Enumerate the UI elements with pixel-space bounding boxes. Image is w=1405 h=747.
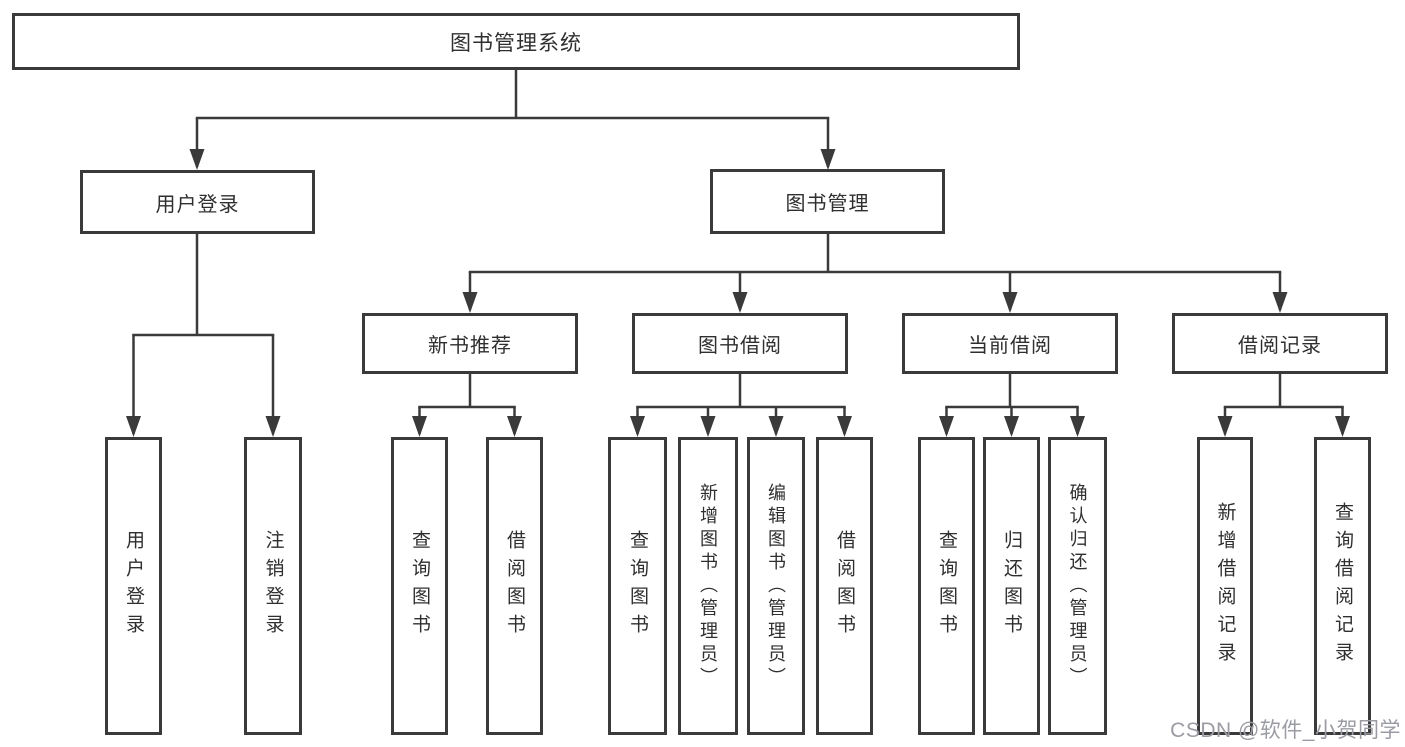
node-borrowing-records-label: 借阅记录 xyxy=(1238,335,1322,357)
watermark: CSDN @软件_小贺同学 xyxy=(1170,719,1401,742)
leaf-query-borrow-record-label: 查询借阅记录 xyxy=(1332,502,1353,670)
node-current-borrowing: 当前借阅 xyxy=(902,313,1118,374)
leaf-borrow-book-borrowing: 借阅图书 xyxy=(816,437,873,735)
node-book-borrowing-label: 图书借阅 xyxy=(698,335,782,357)
node-user-login: 用户登录 xyxy=(80,170,315,234)
leaf-return-book-label: 归还图书 xyxy=(1001,530,1022,642)
node-book-borrowing: 图书借阅 xyxy=(632,313,848,374)
node-root-system: 图书管理系统 xyxy=(12,13,1020,70)
leaf-confirm-return-admin-label: 确认归还（管理员） xyxy=(1067,482,1088,690)
leaf-query-book-current-label: 查询图书 xyxy=(936,530,957,642)
leaf-borrow-book-borrowing-label: 借阅图书 xyxy=(834,530,855,642)
leaf-query-book-borrowing-label: 查询图书 xyxy=(627,530,648,642)
node-book-management-label: 图书管理 xyxy=(785,193,870,215)
leaf-add-book-admin: 新增图书（管理员） xyxy=(678,437,738,735)
leaf-edit-book-admin: 编辑图书（管理员） xyxy=(747,437,805,735)
node-book-management: 图书管理 xyxy=(710,169,945,234)
leaf-query-book-recommend: 查询图书 xyxy=(391,437,448,735)
leaf-query-book-borrowing: 查询图书 xyxy=(608,437,667,735)
node-new-book-recommendation: 新书推荐 xyxy=(362,313,578,374)
leaf-add-book-admin-label: 新增图书（管理员） xyxy=(698,482,718,690)
leaf-confirm-return-admin: 确认归还（管理员） xyxy=(1048,437,1107,735)
node-user-login-label: 用户登录 xyxy=(155,193,240,216)
leaf-logout: 注销登录 xyxy=(244,437,302,735)
node-current-borrowing-label: 当前借阅 xyxy=(968,335,1052,357)
leaf-query-borrow-record: 查询借阅记录 xyxy=(1314,437,1371,735)
leaf-add-borrow-record: 新增借阅记录 xyxy=(1197,437,1253,735)
leaf-logout-label: 注销登录 xyxy=(262,530,284,642)
leaf-borrow-book-recommend: 借阅图书 xyxy=(486,437,543,735)
node-borrowing-records: 借阅记录 xyxy=(1172,313,1388,374)
leaf-add-borrow-record-label: 新增借阅记录 xyxy=(1214,502,1236,670)
node-new-book-recommendation-label: 新书推荐 xyxy=(428,335,512,357)
leaf-borrow-book-recommend-label: 借阅图书 xyxy=(504,530,525,642)
leaf-query-book-current: 查询图书 xyxy=(918,437,975,735)
leaf-user-login: 用户登录 xyxy=(105,437,162,735)
leaf-user-login-label: 用户登录 xyxy=(123,530,144,642)
leaf-return-book: 归还图书 xyxy=(983,437,1040,735)
node-root-system-label: 图书管理系统 xyxy=(450,31,582,55)
leaf-query-book-recommend-label: 查询图书 xyxy=(409,530,430,642)
leaf-edit-book-admin-label: 编辑图书（管理员） xyxy=(766,482,786,690)
